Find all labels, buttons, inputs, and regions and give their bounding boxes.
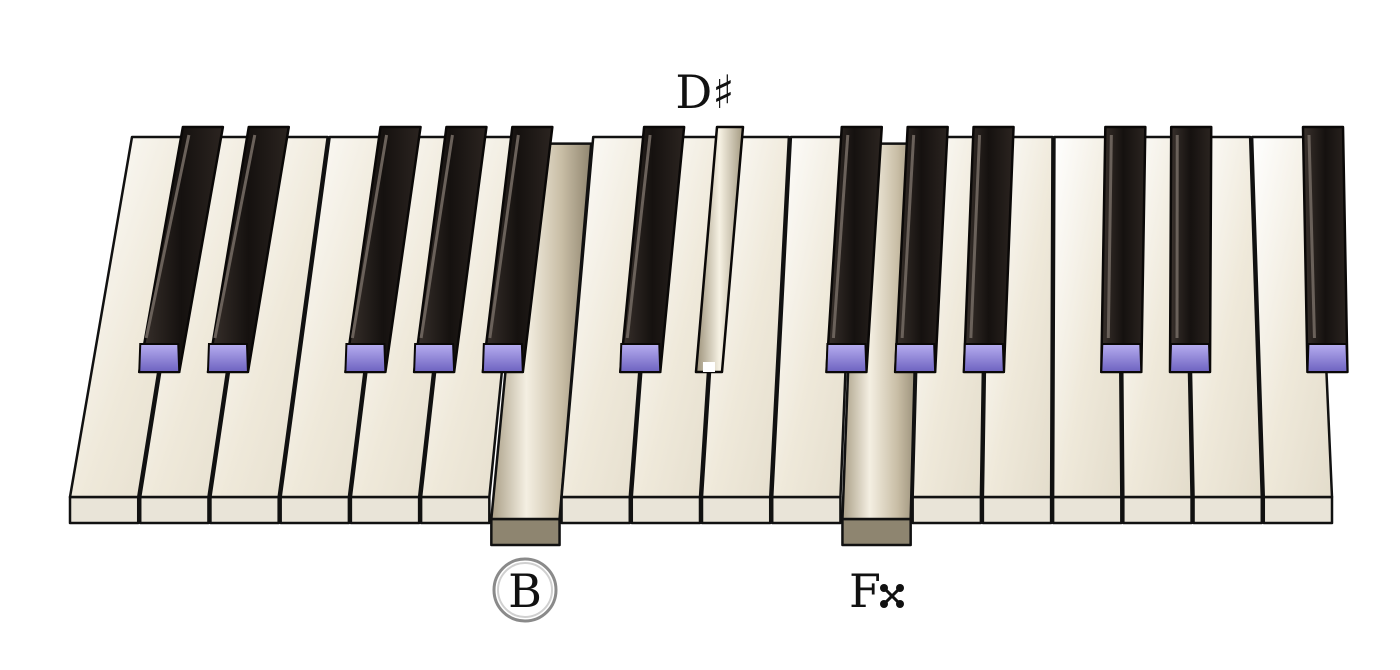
double-sharp-icon	[880, 584, 904, 608]
black-key	[412, 125, 488, 374]
black-key	[962, 125, 1015, 374]
bottom-right-note-letter: F	[849, 564, 881, 618]
white-key	[209, 135, 329, 525]
circled-note-ring	[492, 557, 558, 623]
black-key	[825, 125, 884, 374]
black-key	[137, 125, 225, 374]
black-key	[1168, 125, 1213, 374]
black-keys	[137, 125, 1349, 374]
white-key	[770, 135, 857, 525]
circled-note-inner-ring	[497, 562, 553, 618]
black-key	[344, 125, 422, 374]
black-key	[206, 125, 291, 374]
black-key	[619, 125, 686, 374]
bottom-left-note-label-group: B	[492, 557, 558, 623]
black-key	[1100, 125, 1147, 374]
black-key	[481, 125, 554, 374]
bottom-right-note-label-group: F	[849, 564, 904, 618]
black-key	[1301, 125, 1349, 374]
bottom-left-note-label: B	[508, 564, 542, 618]
highlighted-white-key	[490, 142, 593, 547]
black-key	[893, 125, 949, 374]
top-note-label: D♯	[675, 65, 734, 119]
highlighted-black-key	[694, 125, 745, 374]
